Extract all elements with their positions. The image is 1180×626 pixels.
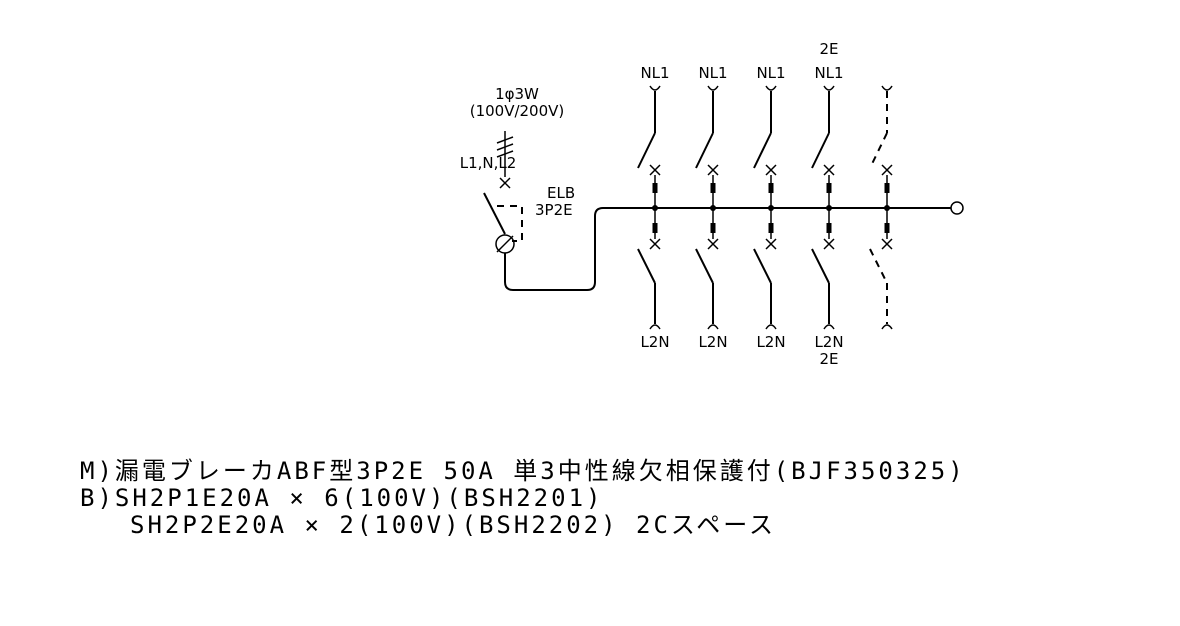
bottom-sub-label: 2E bbox=[819, 350, 838, 368]
bottom-terminal-icon bbox=[823, 324, 835, 330]
top-contact-icon bbox=[649, 164, 661, 176]
main-breaker-note: M)漏電ブレーカABF型3P2E 50A 単3中性線欠相保護付(BJF35032… bbox=[80, 457, 966, 485]
top-sub-label: 2E bbox=[819, 40, 838, 58]
top-plug-in-terminal bbox=[768, 183, 774, 193]
top-switch-blade bbox=[753, 132, 772, 169]
bottom-contact-icon bbox=[707, 238, 719, 250]
branch-circuit-5 bbox=[869, 85, 893, 330]
bottom-switch-blade bbox=[637, 248, 656, 284]
bottom-terminal-icon bbox=[707, 324, 719, 330]
bottom-terminal-icon bbox=[881, 324, 893, 330]
top-contact-icon bbox=[823, 164, 835, 176]
top-switch-blade bbox=[869, 132, 888, 169]
top-plug-in-terminal bbox=[710, 183, 716, 193]
top-load-label: NL1 bbox=[698, 64, 727, 82]
top-plug-in-terminal bbox=[826, 183, 832, 193]
bottom-load-label: L2N bbox=[756, 333, 785, 351]
bottom-switch-blade bbox=[695, 248, 714, 284]
bus-junction bbox=[884, 205, 890, 211]
bottom-plug-in-terminal bbox=[884, 223, 890, 233]
top-switch-blade bbox=[695, 132, 714, 169]
top-plug-in-terminal bbox=[652, 183, 658, 193]
top-contact-icon bbox=[765, 164, 777, 176]
zct-sensor-icon bbox=[495, 234, 515, 254]
bottom-contact-icon bbox=[765, 238, 777, 250]
bottom-load-label: L2N bbox=[640, 333, 669, 351]
bottom-contact-icon bbox=[881, 238, 893, 250]
top-load-label: NL1 bbox=[640, 64, 669, 82]
three-wire-tick-icon bbox=[496, 136, 514, 158]
bus-junction bbox=[826, 205, 832, 211]
bottom-plug-in-terminal bbox=[768, 223, 774, 233]
bottom-terminal-icon bbox=[765, 324, 777, 330]
main-breaker-blade bbox=[483, 192, 506, 235]
main-bus bbox=[504, 207, 951, 291]
top-switch-blade bbox=[811, 132, 830, 169]
supply-conductors-label: L1,N,L2 bbox=[460, 154, 517, 172]
earth-leakage-trip-link bbox=[497, 205, 523, 242]
bottom-load-label: L2N bbox=[698, 333, 727, 351]
bus-junction bbox=[768, 205, 774, 211]
bottom-terminal-icon bbox=[649, 324, 661, 330]
main-breaker-poles-label: 3P2E bbox=[535, 201, 573, 219]
single-line-diagram: 1φ3W (100V/200V) L1,N,L2 ELB 3P2E NL1L2N… bbox=[460, 40, 964, 368]
top-terminal-icon bbox=[823, 85, 835, 91]
main-fixed-contact-icon bbox=[499, 177, 511, 189]
bottom-plug-in-terminal bbox=[826, 223, 832, 233]
bus-junction bbox=[710, 205, 716, 211]
bottom-plug-in-terminal bbox=[710, 223, 716, 233]
supply-voltage-label: (100V/200V) bbox=[470, 102, 565, 120]
bottom-switch-blade bbox=[811, 248, 830, 284]
bus-junction bbox=[652, 205, 658, 211]
top-load-label: NL1 bbox=[756, 64, 785, 82]
main-breaker-type-label: ELB bbox=[547, 184, 575, 202]
top-terminal-icon bbox=[649, 85, 661, 91]
bottom-switch-blade bbox=[753, 248, 772, 284]
branch-breaker-note-1: B)SH2P1E20A × 6(100V)(BSH2201) bbox=[80, 484, 604, 512]
top-plug-in-terminal bbox=[884, 183, 890, 193]
top-terminal-icon bbox=[707, 85, 719, 91]
bottom-load-label: L2N bbox=[814, 333, 843, 351]
bottom-contact-icon bbox=[823, 238, 835, 250]
bottom-plug-in-terminal bbox=[652, 223, 658, 233]
equipment-notes: M)漏電ブレーカABF型3P2E 50A 単3中性線欠相保護付(BJF35032… bbox=[80, 458, 966, 539]
supply-system-label: 1φ3W bbox=[495, 85, 539, 103]
branch-breaker-note-2: SH2P2E20A × 2(100V)(BSH2202) 2Cスペース bbox=[130, 511, 777, 539]
bottom-contact-icon bbox=[649, 238, 661, 250]
bottom-switch-blade bbox=[869, 248, 888, 284]
top-contact-icon bbox=[707, 164, 719, 176]
bus-end-terminal-icon bbox=[950, 201, 964, 215]
main-breaker: ELB 3P2E bbox=[483, 184, 964, 291]
supply-feed: 1φ3W (100V/200V) L1,N,L2 bbox=[460, 85, 565, 189]
top-terminal-icon bbox=[881, 85, 893, 91]
top-contact-icon bbox=[881, 164, 893, 176]
top-switch-blade bbox=[637, 132, 656, 169]
top-terminal-icon bbox=[765, 85, 777, 91]
top-load-label: NL1 bbox=[814, 64, 843, 82]
